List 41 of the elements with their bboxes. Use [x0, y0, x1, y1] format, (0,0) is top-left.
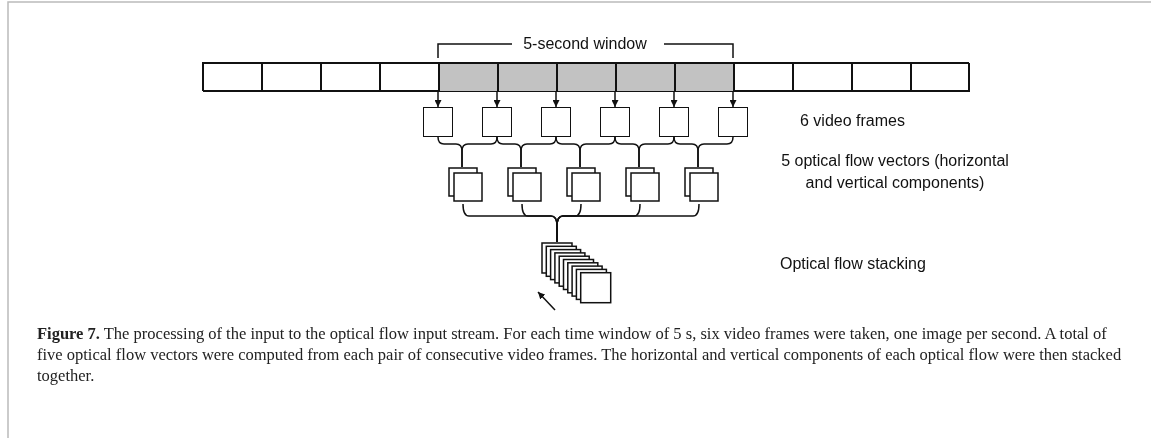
arrow [611, 90, 619, 108]
flow-stack-icon [566, 167, 601, 202]
annotation-text: Optical flow stacking [780, 255, 926, 273]
video-frame-box [482, 107, 512, 137]
strip-cell [203, 63, 262, 92]
strip-cell [321, 63, 380, 92]
arrow [493, 90, 501, 108]
strip-cell [616, 63, 675, 92]
arrow [552, 90, 560, 108]
flow-stack-icon [684, 167, 719, 202]
brace [697, 136, 734, 168]
strip-cell [675, 63, 734, 92]
video-frame-box [600, 107, 630, 137]
video-frame-box [718, 107, 748, 137]
arrow [670, 90, 678, 108]
brace [461, 136, 498, 168]
brace [520, 136, 557, 168]
brace [579, 136, 616, 168]
brace [556, 203, 700, 243]
frame-strip [202, 62, 969, 91]
video-frame-box [423, 107, 453, 137]
video-frame-box [541, 107, 571, 137]
video-frame-box [659, 107, 689, 137]
strip-cell [734, 63, 793, 92]
strip-cell [911, 63, 970, 92]
brace [638, 136, 675, 168]
flow-stack-icon [448, 167, 483, 202]
strip-cell [439, 63, 498, 92]
strip-cell [557, 63, 616, 92]
strip-cell [262, 63, 321, 92]
flow-stack-icon [507, 167, 542, 202]
figure-caption: Figure 7. The processing of the input to the optical flow input stream. For each time window of 5 s, six video frames were taken, one image per second. A total of five optical flow vectors were computed from each pair of consecutive video frames. The horizontal and vertical components of each optical flow were then stacked together. [37, 323, 1123, 386]
arrow [729, 90, 737, 108]
annotation-text: 5 optical flow vectors (horizontal and vertical components) [780, 151, 1010, 193]
flow-stack-icon [625, 167, 660, 202]
arrow [434, 90, 442, 108]
strip-cell [380, 63, 439, 92]
strip-cell [852, 63, 911, 92]
strip-cell [498, 63, 557, 92]
annotation-text: 6 video frames [800, 112, 905, 130]
strip-cell [793, 63, 852, 92]
